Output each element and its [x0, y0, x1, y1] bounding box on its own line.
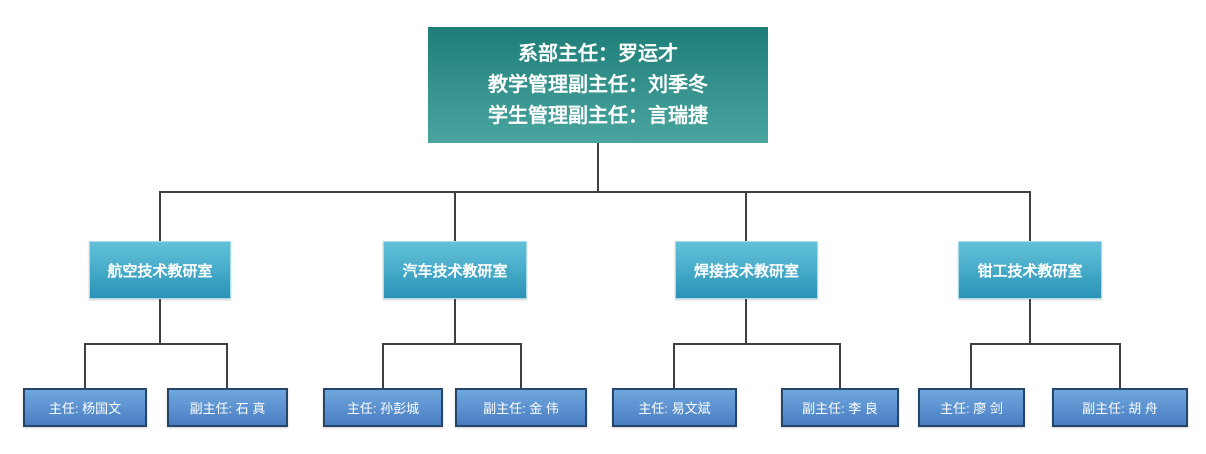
deputy-node-fitter: 副主任: 胡 舟	[1052, 388, 1188, 427]
connector-drop-aviation-deputy	[226, 343, 228, 389]
director-node-aviation: 主任: 杨国文	[23, 388, 147, 427]
connector-drop-aviation	[159, 192, 161, 241]
deputy-node-aviation: 副主任: 石 真	[167, 388, 288, 427]
connector-drop-welding	[745, 192, 747, 241]
connector-main-rail	[159, 191, 1031, 193]
dept-node-fitter: 钳工技术教研室	[958, 241, 1102, 299]
connector-stem-automotive	[454, 299, 456, 344]
connector-drop-fitter-deputy	[1119, 343, 1121, 389]
director-node-automotive: 主任: 孙彭城	[323, 388, 443, 427]
connector-drop-fitter-director	[970, 343, 972, 389]
connector-stem-welding	[745, 299, 747, 344]
connector-rail-welding	[673, 343, 841, 345]
root-line-student-deputy: 学生管理副主任：言瑞捷	[488, 104, 708, 127]
connector-drop-aviation-director	[84, 343, 86, 389]
deputy-node-automotive: 副主任: 金 伟	[455, 388, 587, 427]
connector-drop-automotive-director	[382, 343, 384, 389]
connector-drop-fitter	[1029, 192, 1031, 241]
deputy-node-welding: 副主任: 李 良	[781, 388, 899, 427]
root-node: 系部主任：罗运才 教学管理副主任：刘季冬 学生管理副主任：言瑞捷	[428, 27, 768, 143]
director-node-welding: 主任: 易文斌	[612, 388, 737, 427]
connector-drop-automotive-deputy	[520, 343, 522, 389]
connector-rail-fitter	[970, 343, 1121, 345]
connector-drop-welding-deputy	[839, 343, 841, 389]
dept-node-welding: 焊接技术教研室	[675, 241, 818, 299]
connector-stem-fitter	[1029, 299, 1031, 344]
root-line-teaching-deputy: 教学管理副主任：刘季冬	[488, 73, 708, 96]
connector-drop-welding-director	[673, 343, 675, 389]
root-line-department-head: 系部主任：罗运才	[518, 42, 678, 65]
dept-node-aviation: 航空技术教研室	[89, 241, 231, 299]
connector-drop-automotive	[454, 192, 456, 241]
connector-rail-aviation	[84, 343, 228, 345]
connector-rail-automotive	[382, 343, 522, 345]
connector-stem-aviation	[159, 299, 161, 344]
connector-root-stem	[597, 143, 599, 192]
dept-node-automotive: 汽车技术教研室	[383, 241, 527, 299]
director-node-fitter: 主任: 廖 剑	[918, 388, 1025, 427]
